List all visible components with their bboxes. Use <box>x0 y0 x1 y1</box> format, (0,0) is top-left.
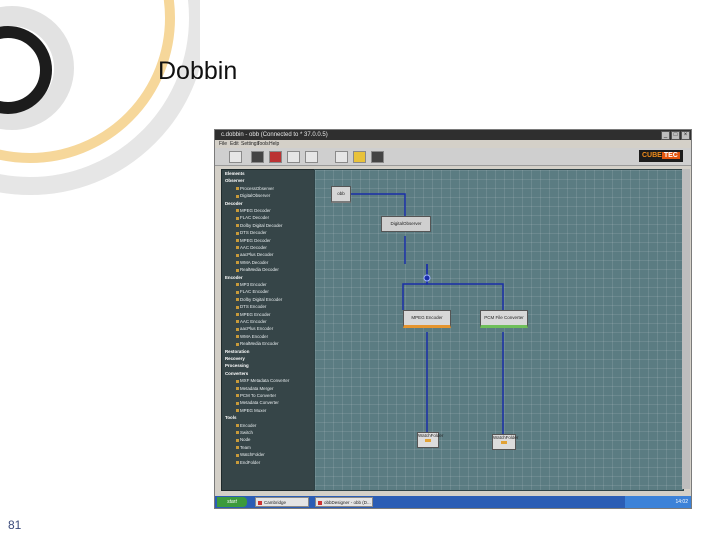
vertical-scrollbar[interactable] <box>682 169 690 489</box>
folder-icon <box>425 439 431 442</box>
tree-item[interactable]: DigitalObserver <box>236 193 270 199</box>
menu-file[interactable]: File <box>219 141 228 147</box>
tree-item[interactable]: Metadata Merger <box>236 386 273 392</box>
tree-item[interactable]: Dolby Digital Encoder <box>236 297 282 303</box>
download-icon[interactable] <box>353 151 366 163</box>
tree-item[interactable]: FLAC Encoder <box>236 289 269 295</box>
maximize-button[interactable]: □ <box>671 131 680 140</box>
tree-item[interactable]: FLAC Decoder <box>236 215 269 221</box>
tree-section[interactable]: Processing <box>225 363 249 369</box>
taskbar: start Cambridge obbDesigner - obb (D... … <box>215 496 691 508</box>
encoder-node[interactable]: MPEG Encoder <box>403 310 451 328</box>
application-screenshot: c.dobbin - obb (Connected to * 37.0.0.5)… <box>214 129 692 509</box>
tree-section[interactable]: Elements <box>225 171 245 176</box>
tree-item[interactable]: Metadata Converter <box>236 400 279 406</box>
menu-settings[interactable]: Settings <box>241 141 260 147</box>
new-icon[interactable] <box>229 151 242 163</box>
start-button[interactable]: start <box>217 497 247 507</box>
tree-item[interactable]: MP3 Encoder <box>236 282 267 288</box>
tree-item[interactable]: MPEG Encoder <box>236 312 271 318</box>
tree-item[interactable]: MPEG Decoder <box>236 208 271 214</box>
menu-bar: File Edit Settings Tools Help <box>215 140 691 148</box>
tree-item[interactable]: MPEG Decoder <box>236 238 271 244</box>
tree-item[interactable]: Dolby Digital Decoder <box>236 223 282 229</box>
tree-section[interactable]: Encoder <box>225 274 243 280</box>
tree-item[interactable]: AAC Encoder <box>236 319 267 325</box>
tree-item[interactable]: RealMedia Decoder <box>236 267 279 273</box>
toolbar <box>215 148 691 166</box>
tree-item[interactable]: WatchFolder <box>236 452 265 458</box>
menu-tools[interactable]: Tools <box>257 141 269 147</box>
tree-item[interactable]: Encoder <box>236 423 256 429</box>
window-title: c.dobbin - obb (Connected to * 37.0.0.5) <box>221 132 328 138</box>
taskbar-item[interactable]: Cambridge <box>255 497 309 507</box>
tree-item[interactable]: WMA Encoder <box>236 334 268 340</box>
watchfolder-node-2[interactable]: WatchFolder <box>492 434 518 450</box>
menu-help[interactable]: Help <box>269 141 280 147</box>
tree-item[interactable]: EndFolder <box>236 460 260 466</box>
tree-section[interactable]: Recovery <box>225 356 245 361</box>
tree-item[interactable]: aacPlus Encoder <box>236 326 273 332</box>
tree-item[interactable]: WMA Decoder <box>236 260 268 266</box>
taskbar-item[interactable]: obbDesigner - obb (D... <box>315 497 373 507</box>
save-icon[interactable] <box>251 151 264 163</box>
clock: 14:02 <box>675 499 688 505</box>
disconnect-icon[interactable] <box>305 151 318 163</box>
slide-number: 81 <box>8 518 22 532</box>
tree-item[interactable]: MXF Metadata Converter <box>236 378 289 384</box>
tree-section[interactable]: Decoder <box>225 200 243 206</box>
back-icon[interactable] <box>335 151 348 163</box>
watchfolder-node-1[interactable]: WatchFolder <box>417 432 443 448</box>
tree-item[interactable]: DTS Encoder <box>236 304 266 310</box>
decorative-arcs <box>0 0 200 195</box>
source-node[interactable]: obb <box>331 186 351 203</box>
record-icon[interactable] <box>269 151 282 163</box>
slide-title: Dobbin <box>158 57 238 85</box>
observer-node[interactable]: DigitalObserver <box>381 216 431 232</box>
tree-item[interactable]: RealMedia Encoder <box>236 341 279 347</box>
tree-section[interactable]: Restoration <box>225 348 250 354</box>
tree-section[interactable]: Observer <box>225 178 245 184</box>
workflow-canvas[interactable]: obb DigitalObserver MPEG Encoder PCM Fil… <box>314 169 684 491</box>
tree-section[interactable]: Converters <box>225 370 249 376</box>
tree-item[interactable]: AAC Decoder <box>236 245 267 251</box>
converter-node[interactable]: PCM File Converter <box>480 310 528 328</box>
info-icon[interactable] <box>371 151 384 163</box>
tree-item[interactable]: DTS Decoder <box>236 230 267 236</box>
tree-item[interactable]: ProcessObserver <box>236 186 274 192</box>
tree-item[interactable]: Switch <box>236 430 253 436</box>
system-tray: 14:02 <box>625 496 691 508</box>
tree-item[interactable]: Node <box>236 437 251 443</box>
menu-edit[interactable]: Edit <box>230 141 239 147</box>
connection-lines <box>341 193 504 434</box>
window-titlebar: c.dobbin - obb (Connected to * 37.0.0.5)… <box>215 130 691 140</box>
tree-item[interactable]: aacPlus Decoder <box>236 252 273 258</box>
connect-icon[interactable] <box>287 151 300 163</box>
tree-section[interactable]: Tools <box>225 415 237 421</box>
tree-item[interactable]: PCM To Converter <box>236 393 276 399</box>
folder-icon <box>501 441 507 444</box>
close-button[interactable]: × <box>681 131 690 140</box>
tree-item[interactable]: Team <box>236 445 251 451</box>
tree-item[interactable]: MPEG Muxer <box>236 408 266 414</box>
minimize-button[interactable]: _ <box>661 131 670 140</box>
